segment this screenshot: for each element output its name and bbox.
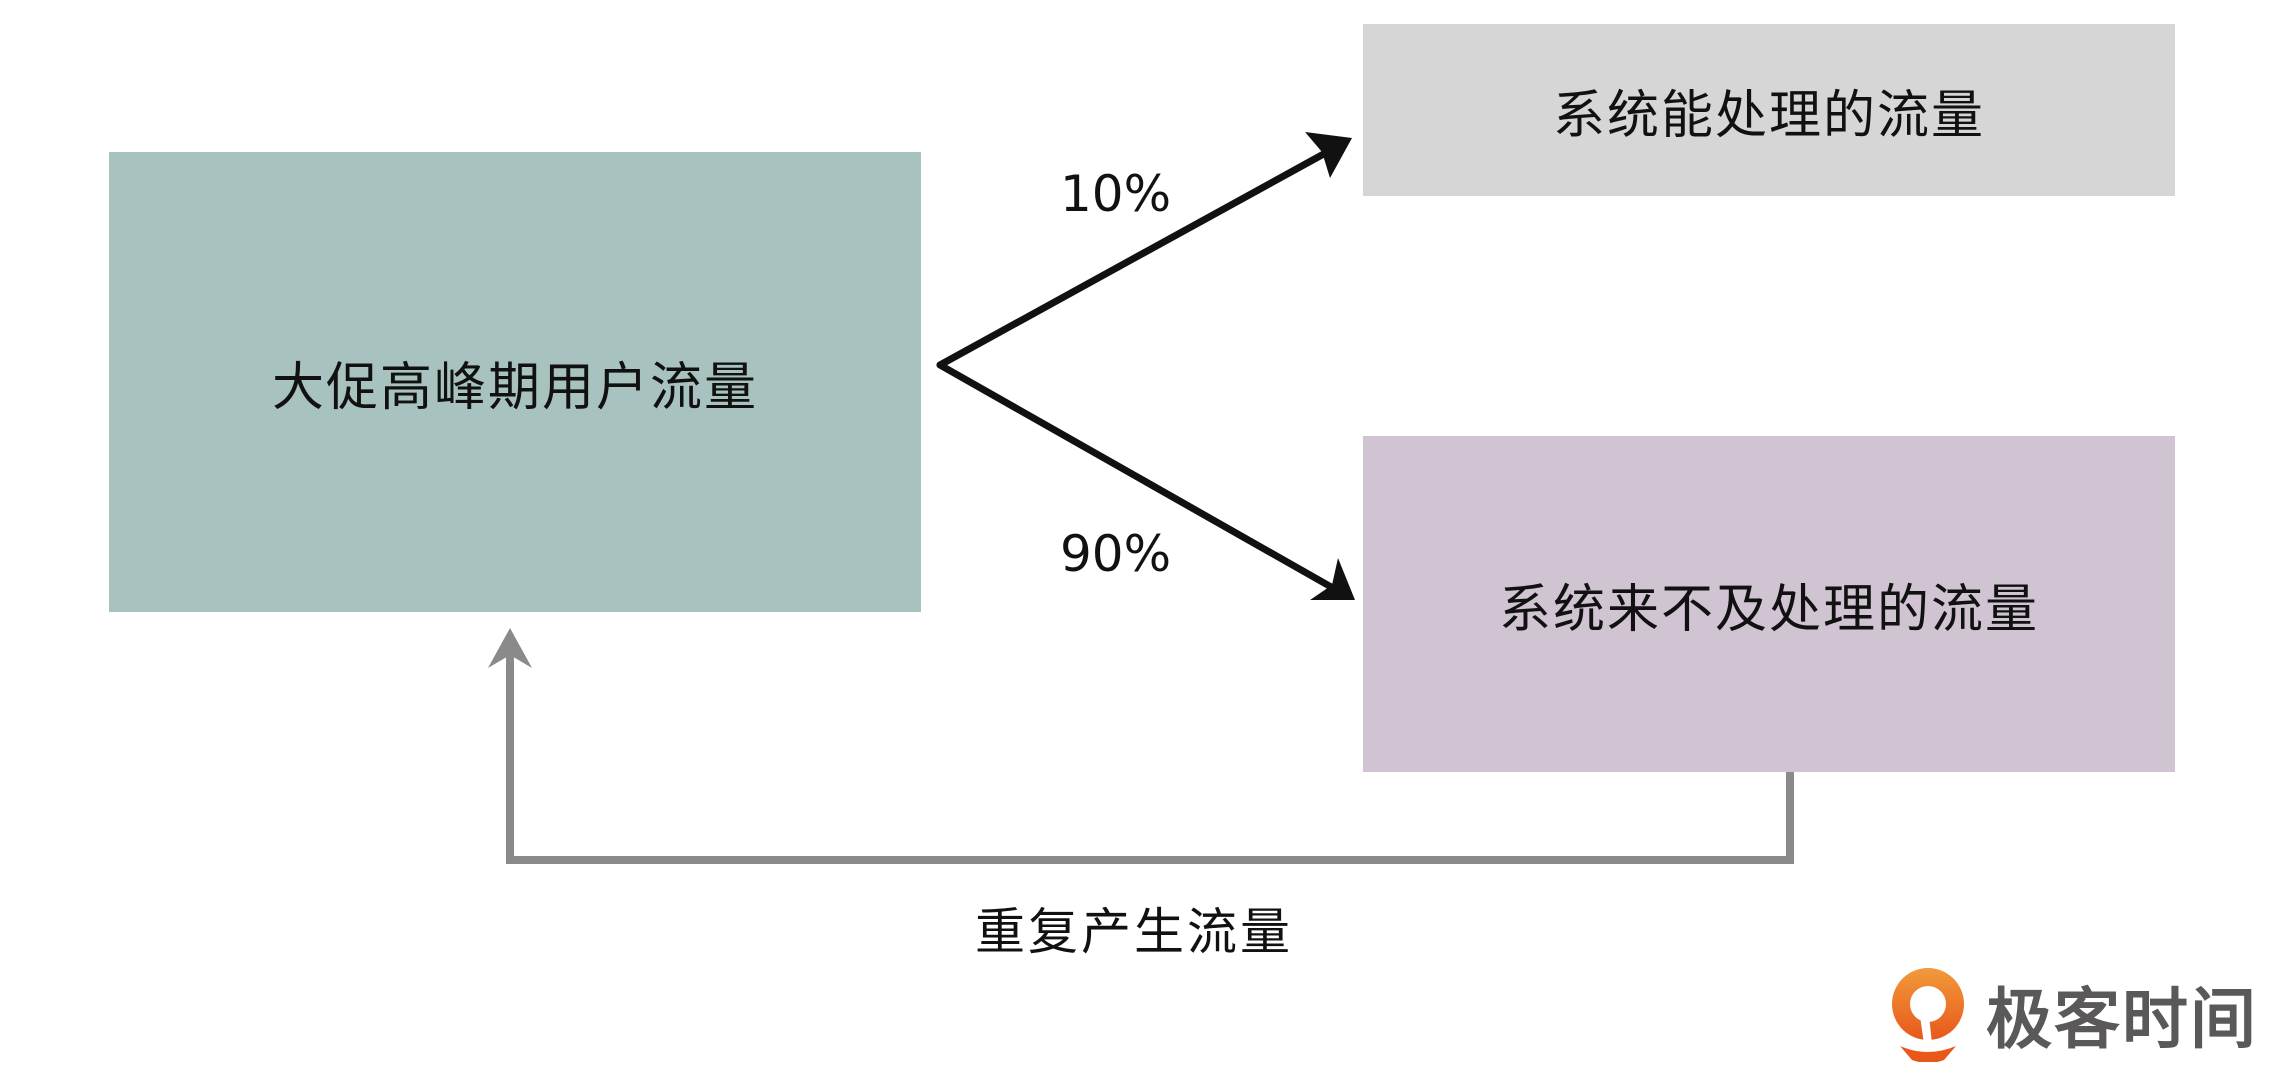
source-traffic-box: 大促高峰期用户流量 (109, 152, 921, 612)
feedback-arrow (506, 640, 1794, 864)
arrowhead-handled-icon (1305, 132, 1352, 178)
pct-handled-label: 10% (1060, 165, 1172, 223)
arrow-to-handled (936, 141, 1344, 369)
handled-traffic-box: 系统能处理的流量 (1363, 24, 2175, 196)
arrowhead-unhandled-icon (1310, 558, 1355, 600)
unhandled-traffic-box: 系统来不及处理的流量 (1363, 436, 2175, 772)
arrowhead-feedback-icon (488, 628, 532, 668)
brand-logo-icon (1892, 968, 1964, 1062)
arrow-to-unhandled (936, 361, 1344, 596)
handled-traffic-label: 系统能处理的流量 (1552, 85, 1985, 146)
source-traffic-label: 大促高峰期用户流量 (271, 357, 758, 418)
brand-logo: 极客时间 (1888, 966, 2258, 1062)
feedback-label: 重复产生流量 (975, 903, 1293, 961)
pct-unhandled-label: 90% (1060, 525, 1172, 583)
brand-logo-text: 极客时间 (1986, 981, 2258, 1058)
unhandled-traffic-label: 系统来不及处理的流量 (1498, 579, 2039, 640)
